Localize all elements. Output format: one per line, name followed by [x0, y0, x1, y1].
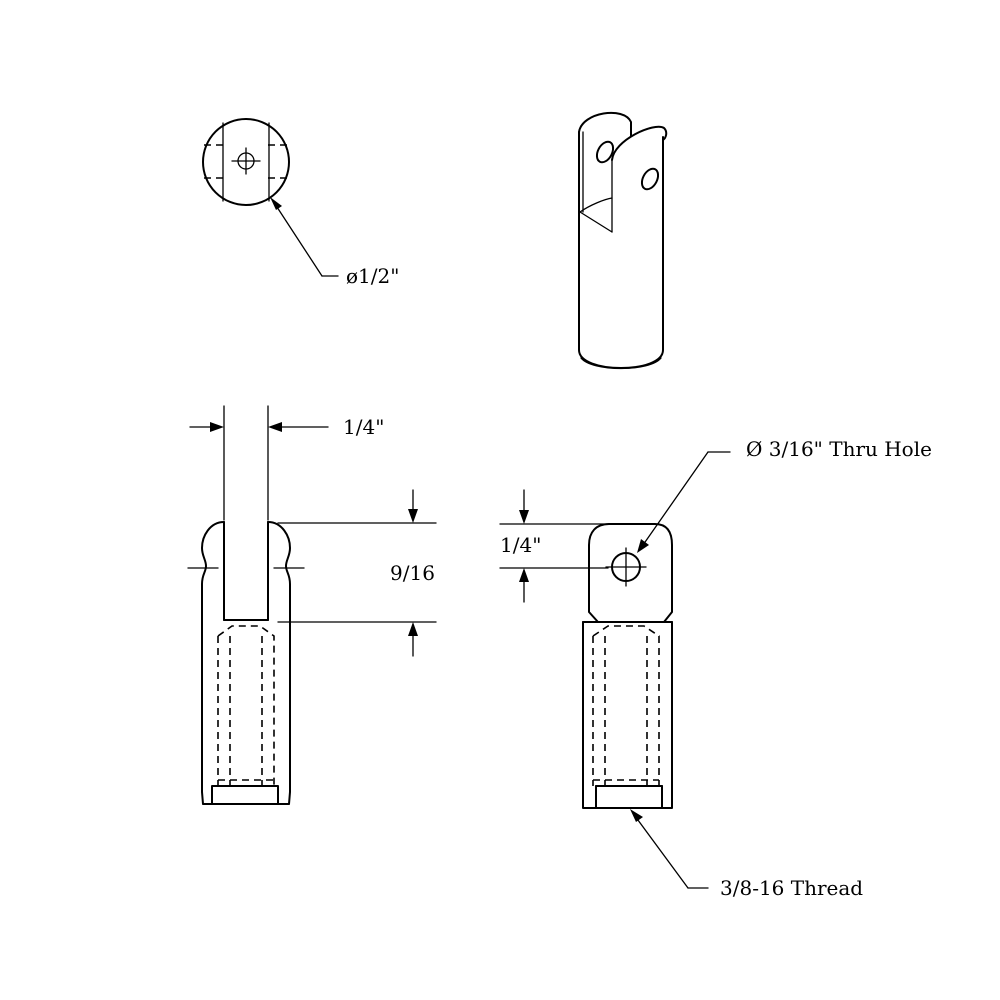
thread-hidden — [217, 625, 275, 786]
slot-depth-label: 9/16 — [390, 561, 435, 585]
dim-arrow — [268, 422, 282, 432]
top-view-outline — [202, 118, 290, 206]
dim-arrow — [519, 510, 529, 524]
thread-label: 3/8-16 Thread — [720, 876, 863, 900]
side-tine-outline — [588, 523, 673, 623]
leader-arrow — [637, 539, 649, 553]
iso-bottom-chamfer — [580, 357, 662, 370]
thread-hidden — [592, 625, 660, 786]
isometric-view — [578, 112, 668, 370]
thru-hole-label: Ø 3/16" Thru Hole — [746, 437, 932, 461]
front-view: 1/4" 9/16 — [187, 405, 437, 805]
hole-offset-label: 1/4" — [500, 533, 541, 557]
iso-body-outline — [578, 131, 664, 369]
leader-line — [642, 451, 709, 546]
dim-arrow — [408, 509, 418, 523]
leader-arrow — [630, 809, 643, 822]
iso-right-tine — [611, 125, 668, 161]
dim-arrow — [408, 622, 418, 636]
iso-slot-bottom — [579, 197, 613, 213]
dim-arrow — [210, 422, 224, 432]
iso-hole-right — [640, 167, 660, 191]
outer-diameter-label: ø1/2" — [346, 264, 399, 288]
iso-left-tine — [578, 112, 632, 137]
leader-arrow — [270, 197, 282, 210]
right-tine-outline — [267, 521, 291, 805]
leader-line — [634, 815, 689, 889]
top-view: ø1/2" — [202, 118, 399, 288]
side-view: 1/4" Ø 3/16" Thru Hole 3/8-16 Thread — [499, 437, 932, 900]
iso-hole-left — [595, 140, 615, 164]
slot-width-label: 1/4" — [343, 415, 384, 439]
dim-arrow — [519, 568, 529, 582]
leader-line — [274, 203, 323, 277]
bottom-chamfer-box — [211, 785, 279, 805]
iso-slot-floor — [579, 211, 613, 233]
left-tine-outline — [201, 521, 225, 805]
